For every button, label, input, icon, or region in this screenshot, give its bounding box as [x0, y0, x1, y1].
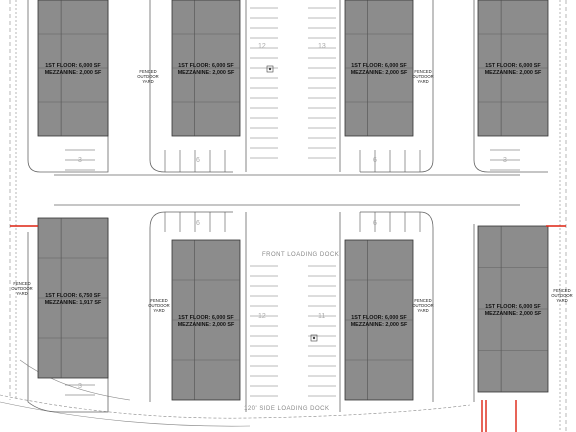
svg-text:OUTDOOR: OUTDOOR	[11, 286, 32, 291]
svg-text:FENCED: FENCED	[414, 69, 431, 74]
svg-text:YARD: YARD	[153, 308, 164, 313]
svg-text:FENCED: FENCED	[414, 298, 431, 303]
building-mezzanine-area: MEZZANINE: 2,000 SF	[485, 70, 542, 76]
building-mezzanine-area: MEZZANINE: 2,000 SF	[351, 70, 408, 76]
svg-text:OUTDOOR: OUTDOOR	[551, 293, 572, 298]
center-parking-stalls	[250, 7, 336, 397]
stall-count-top-right: 13	[318, 43, 326, 50]
svg-text:YARD: YARD	[16, 291, 27, 296]
stall-count-left-small-bottom: 3	[78, 383, 82, 390]
accessible-parking-icon	[310, 334, 318, 342]
fenced-yard-label: FENCED OUTDOOR YARD	[551, 288, 572, 303]
accessible-parking-icon	[266, 65, 274, 73]
svg-text:OUTDOOR: OUTDOOR	[412, 303, 433, 308]
svg-text:FENCED: FENCED	[13, 281, 30, 286]
building-floor-area: 1ST FLOOR: 6,000 SF	[178, 315, 234, 321]
building-floor-area: 1ST FLOOR: 6,000 SF	[45, 63, 101, 69]
stall-count-center-top-left: 6	[196, 157, 200, 164]
svg-text:FENCED: FENCED	[150, 298, 167, 303]
stall-count-center-mid-left: 6	[196, 220, 200, 227]
building-floor-area: 1ST FLOOR: 6,000 SF	[485, 304, 541, 310]
parking-stripes	[65, 149, 520, 396]
svg-text:YARD: YARD	[142, 79, 153, 84]
svg-text:OUTDOOR: OUTDOOR	[148, 303, 169, 308]
building-mezzanine-area: MEZZANINE: 2,000 SF	[178, 70, 235, 76]
side-loading-label: 120' SIDE LOADING DOCK	[244, 406, 330, 412]
stall-count-right-small: 3	[503, 157, 507, 164]
stall-count-bottom-left: 12	[258, 313, 266, 320]
fenced-yard-label: FENCED OUTDOOR YARD	[412, 69, 433, 84]
svg-text:FENCED: FENCED	[553, 288, 570, 293]
svg-text:OUTDOOR: OUTDOOR	[412, 74, 433, 79]
building-floor-area: 1ST FLOOR: 6,000 SF	[351, 315, 407, 321]
building-floor-area: 1ST FLOOR: 6,000 SF	[485, 63, 541, 69]
stall-count-center-top-right: 6	[373, 157, 377, 164]
svg-text:FENCED: FENCED	[139, 69, 156, 74]
stall-count-bottom-right: 11	[318, 313, 325, 320]
building-floor-area: 1ST FLOOR: 6,000 SF	[178, 63, 234, 69]
building-mezzanine-area: MEZZANINE: 2,000 SF	[178, 322, 235, 328]
svg-text:YARD: YARD	[556, 298, 567, 303]
fenced-yard-label: FENCED OUTDOOR YARD	[11, 281, 32, 296]
building-mezzanine-area: MEZZANINE: 2,000 SF	[45, 70, 102, 76]
fenced-yard-label: FENCED OUTDOOR YARD	[137, 69, 158, 84]
front-loading-label: FRONT LOADING DOCK	[262, 252, 339, 258]
building-floor-area: 1ST FLOOR: 6,000 SF	[351, 63, 407, 69]
svg-text:YARD: YARD	[417, 308, 428, 313]
building-mezzanine-area: MEZZANINE: 2,000 SF	[485, 311, 542, 317]
stall-count-left-small-top: 3	[78, 157, 82, 164]
svg-text:OUTDOOR: OUTDOOR	[137, 74, 158, 79]
building-mezzanine-area: MEZZANINE: 1,917 SF	[45, 300, 102, 306]
svg-text:YARD: YARD	[417, 79, 428, 84]
fenced-yard-label: FENCED OUTDOOR YARD	[148, 298, 169, 313]
red-markers	[10, 225, 566, 432]
stall-count-center-mid-right: 6	[373, 220, 377, 227]
building-mezzanine-area: MEZZANINE: 2,000 SF	[351, 322, 408, 328]
fenced-yard-label: FENCED OUTDOOR YARD	[412, 298, 433, 313]
stall-count-top-left: 12	[258, 43, 266, 50]
building-floor-area: 1ST FLOOR: 6,750 SF	[45, 293, 101, 299]
